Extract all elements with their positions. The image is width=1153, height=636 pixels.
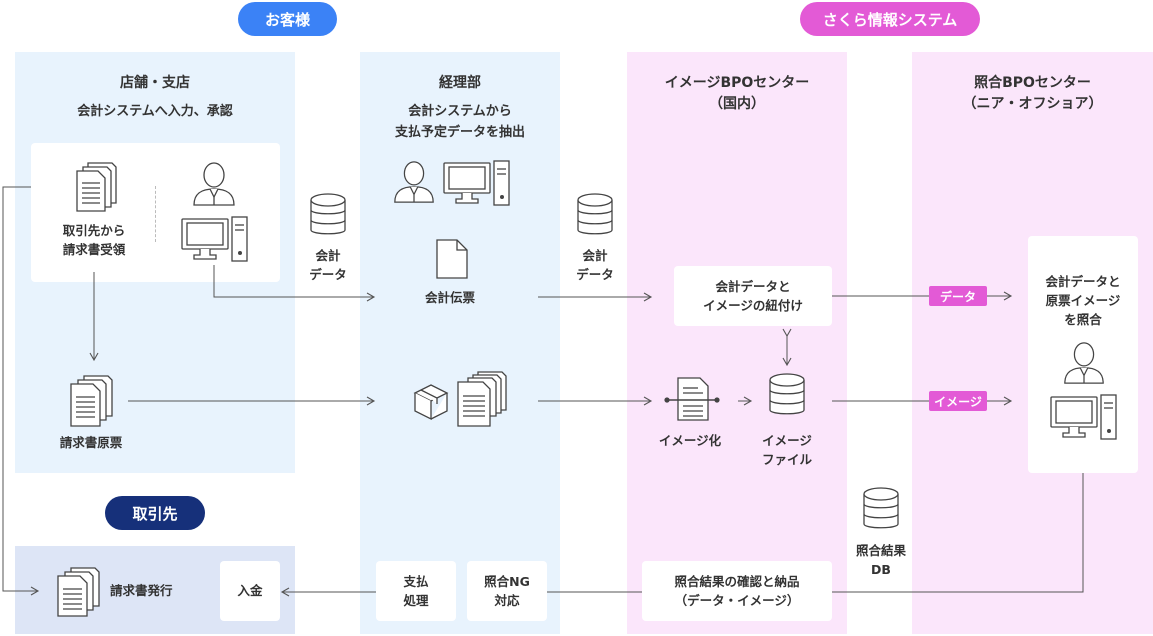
- pay-process-label: 支払 処理: [403, 574, 429, 608]
- database-icon: [863, 487, 899, 529]
- image-file-label: イメージ ファイル: [761, 433, 812, 467]
- imaging-label: イメージ化: [658, 433, 722, 448]
- database-icon: [310, 193, 346, 235]
- original-label: 請求書原票: [59, 435, 123, 450]
- payment-label: 入金: [237, 583, 263, 598]
- link-card: [674, 266, 832, 326]
- document-icon: [436, 239, 468, 279]
- accounting-subtitle: 会計システムから 支払予定データを抽出: [394, 104, 525, 140]
- store-subtitle: 会計システムへ入力、承認: [77, 104, 233, 119]
- image-tag: イメージ: [929, 391, 987, 411]
- computer-icon: [181, 216, 248, 262]
- accounting-title: 経理部: [439, 75, 481, 91]
- image-bpo-title: イメージBPOセンター （国内）: [664, 75, 810, 112]
- invoice-stack-icon: [70, 375, 113, 427]
- box-icon: [413, 384, 449, 421]
- match-bpo-title: 照合BPOセンター （ニア・オフショア）: [962, 75, 1103, 112]
- ng-card: [467, 561, 547, 621]
- document-stack-icon: [76, 162, 117, 212]
- person-icon: [1064, 342, 1104, 384]
- store-title: 店舗・支店: [120, 75, 190, 91]
- scanner-icon: [664, 377, 720, 421]
- computer-icon: [443, 160, 510, 206]
- customer-badge: お客様: [238, 2, 337, 36]
- database-icon: [577, 193, 613, 235]
- voucher-label: 会計伝票: [424, 290, 475, 305]
- ng-label: 照合NG 対応: [484, 574, 530, 608]
- computer-icon: [1050, 394, 1117, 440]
- invoice-stack-icon: [57, 567, 100, 617]
- image-bpo-panel: [627, 52, 847, 634]
- acc-data-label-1: 会計 データ: [309, 248, 347, 282]
- match-db-label: 照合結果 DB: [855, 543, 906, 577]
- accounting-panel: [360, 52, 560, 634]
- acc-data-label-2: 会計 データ: [576, 248, 614, 282]
- payment-card: [220, 561, 280, 621]
- link-label: 会計データと イメージの紐付け: [703, 279, 803, 313]
- client-badge: 取引先: [105, 496, 205, 530]
- divider: [155, 186, 156, 242]
- sakura-badge: さくら情報システム: [800, 2, 980, 36]
- delivery-card: [642, 561, 832, 621]
- pay-process-card: [376, 561, 456, 621]
- receive-label: 取引先から 請求書受領: [62, 223, 126, 257]
- data-tag: データ: [929, 286, 987, 306]
- match-card-label: 会計データと 原票イメージ を照合: [1045, 274, 1121, 327]
- database-icon: [769, 373, 805, 415]
- delivery-label: 照合結果の確認と納品 （データ・イメージ）: [674, 574, 800, 608]
- document-stack-icon: [457, 371, 507, 427]
- issue-label: 請求書発行: [110, 583, 173, 598]
- person-icon: [193, 162, 235, 206]
- person-icon: [394, 161, 434, 203]
